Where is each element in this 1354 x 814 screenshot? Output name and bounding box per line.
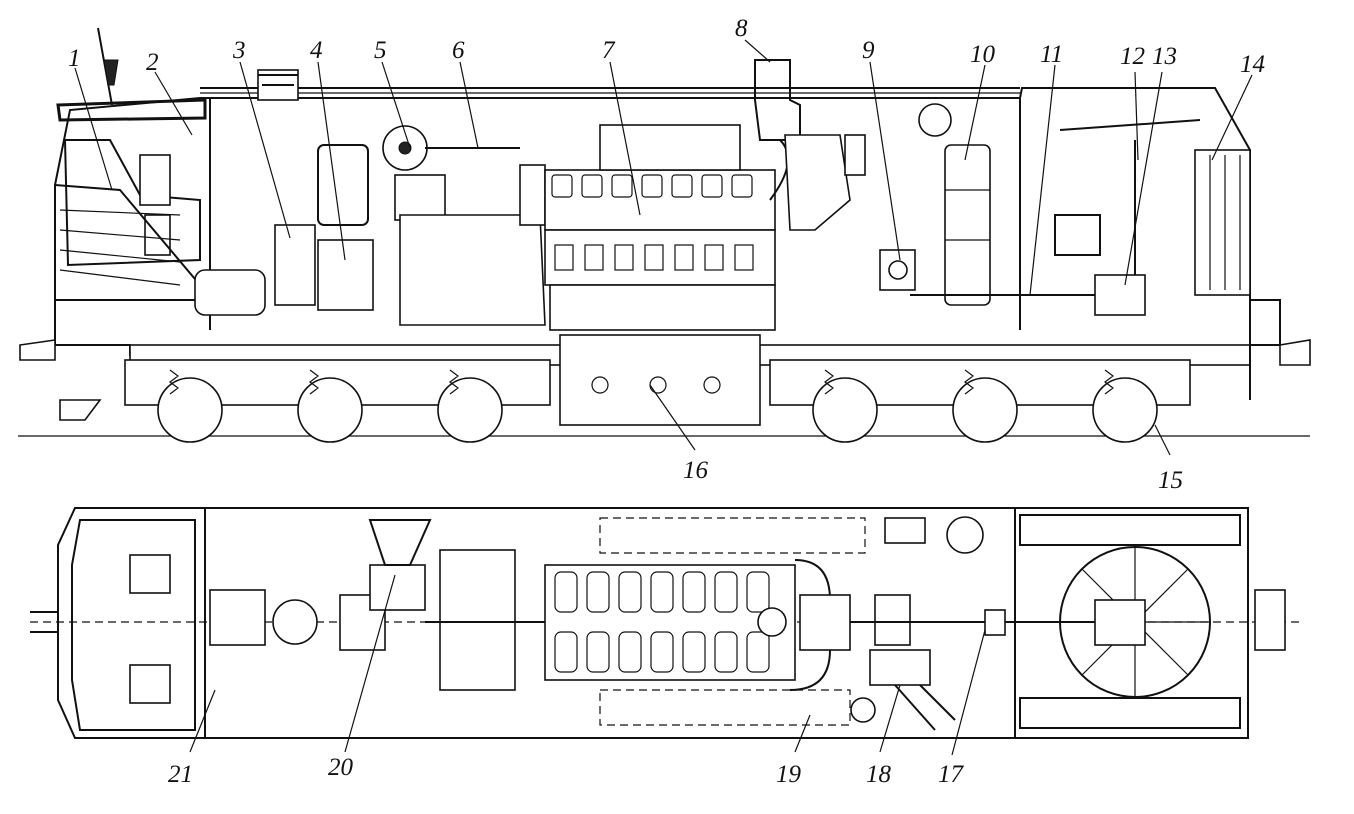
callout-19: 19	[776, 761, 802, 788]
nose-louver-3	[59, 249, 181, 263]
callout-17: 17	[938, 761, 965, 788]
nose-panel	[54, 184, 201, 301]
fuel-pump-unit	[879, 249, 916, 291]
fuel-pump-wheel	[888, 260, 908, 280]
plan-tank-outline-bottom	[599, 689, 851, 726]
compressor	[274, 224, 316, 306]
intake-manifold	[599, 124, 741, 171]
plan-oil-pipes	[894, 684, 956, 731]
callout-16: 16	[683, 457, 709, 484]
fuel-tank-plug-3	[703, 376, 721, 394]
callout-10: 10	[970, 41, 996, 68]
callout-1: 1	[68, 45, 81, 72]
front-coupler	[19, 339, 56, 361]
callout-4: 4	[310, 37, 323, 64]
plan-fuel-pump	[874, 594, 911, 646]
traction-generator-drive	[317, 239, 374, 311]
blower-hub	[398, 141, 412, 155]
auxiliary-generator	[194, 269, 266, 316]
exhaust-stack	[754, 59, 801, 141]
plan-expansion-tank	[946, 516, 984, 554]
plan-front-coupler	[30, 611, 58, 633]
callout-20: 20	[328, 754, 354, 781]
plan-fuel-heater	[850, 697, 876, 723]
plan-radiator-top	[1019, 514, 1241, 546]
air-filter	[844, 134, 866, 176]
plan-cylinder-banks	[554, 571, 770, 673]
callout-3: 3	[232, 37, 246, 64]
oil-cooler-tank	[944, 144, 991, 306]
nose-louver-2	[59, 229, 181, 241]
crankcase-doors	[554, 244, 754, 271]
roof-vent-grille	[258, 74, 298, 86]
callout-2: 2	[146, 49, 159, 76]
cylinder-heads	[551, 174, 753, 198]
nose-louver-1	[59, 209, 181, 216]
leader-lines	[74, 39, 1253, 756]
rear-coupler	[1279, 339, 1311, 366]
engine-oil-pan	[549, 284, 776, 331]
front-wheels	[157, 377, 503, 443]
plan-view	[30, 507, 1300, 739]
engine-top	[544, 169, 776, 231]
callout-7: 7	[602, 37, 616, 64]
engine-block	[544, 229, 776, 286]
callout-13: 13	[1152, 43, 1177, 70]
plan-auxiliary-generator	[209, 589, 266, 646]
spring-packs	[169, 369, 1114, 395]
driver-seat	[139, 154, 171, 206]
callout-12: 12	[1120, 43, 1145, 70]
plan-air-duct	[368, 519, 432, 566]
horn	[103, 59, 119, 86]
plan-rear-coupler	[1254, 589, 1286, 651]
plan-driver-seat-1	[129, 554, 171, 594]
plan-fan-gearbox	[1094, 599, 1146, 646]
plan-battery-box	[884, 517, 926, 544]
plan-cab-floor	[71, 519, 196, 731]
control-cabinet-door	[317, 144, 369, 226]
callout-5: 5	[374, 37, 387, 64]
cab-roof	[56, 98, 207, 122]
callout-9: 9	[862, 37, 875, 64]
plan-main-generator	[439, 549, 516, 691]
side-elevation	[18, 27, 1311, 443]
fuel-tank	[559, 334, 761, 426]
governor	[519, 164, 546, 226]
callout-14: 14	[1240, 51, 1265, 78]
callout-labels: 1 2 3 4 5 6 7 8 9 10 11 12 13 14 15 16 1…	[68, 15, 1265, 788]
plan-driver-seat-2	[129, 664, 171, 704]
plan-radiator-bottom	[1019, 697, 1241, 729]
callout-18: 18	[866, 761, 892, 788]
cooler-hatch	[1054, 214, 1101, 256]
plan-compressor	[272, 599, 318, 645]
cooling-fan-blades	[1059, 119, 1201, 131]
plan-oil-filter	[869, 649, 931, 686]
front-step	[59, 399, 102, 421]
blower-base	[394, 174, 446, 221]
plan-shaft-coupling	[984, 609, 1006, 636]
plan-engine-coupling	[799, 594, 851, 651]
expansion-tank	[918, 103, 952, 137]
plan-turbocharger	[757, 607, 787, 637]
fan-gearbox	[1094, 274, 1146, 316]
fuel-tank-plug-1	[591, 376, 609, 394]
rear-wheels	[812, 377, 1158, 443]
radiator-section	[1194, 149, 1251, 296]
plan-blower	[369, 564, 426, 611]
callout-21: 21	[168, 761, 193, 788]
main-generator	[399, 214, 546, 326]
callout-11: 11	[1040, 41, 1063, 68]
callout-15: 15	[1158, 467, 1183, 494]
plan-outline	[57, 507, 1249, 739]
nose-louver-4	[59, 269, 181, 286]
callout-8: 8	[735, 15, 748, 42]
turbocharger	[784, 134, 851, 231]
callout-6: 6	[452, 37, 465, 64]
cab-window	[63, 139, 201, 267]
plan-tank-outline-top	[599, 517, 866, 554]
